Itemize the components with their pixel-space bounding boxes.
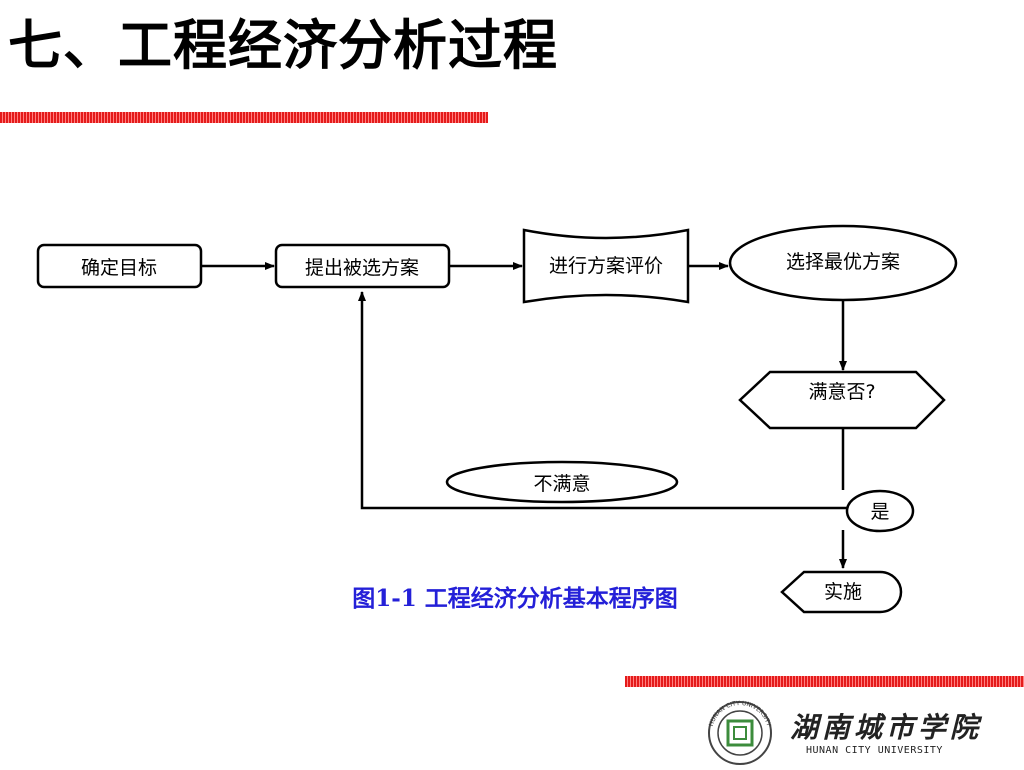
node-select-best-label: 选择最优方案 xyxy=(786,251,900,273)
footer-bar xyxy=(625,676,1024,687)
node-propose-options-label: 提出被选方案 xyxy=(305,257,419,279)
title-underline xyxy=(0,112,488,123)
node-satisfied-label: 满意否? xyxy=(808,381,875,403)
node-select-best xyxy=(728,224,958,302)
node-yes-label: 是 xyxy=(870,501,889,523)
node-implement-label: 实施 xyxy=(824,581,862,603)
node-implement xyxy=(780,570,903,614)
logo-name-en: HUNAN CITY UNIVERSITY xyxy=(806,745,943,756)
figure-caption: 图1-1 工程经济分析基本程序图 xyxy=(352,585,678,612)
node-propose-options xyxy=(274,243,451,289)
node-evaluate-options-label: 进行方案评价 xyxy=(549,255,663,277)
page-title: 七、工程经济分析过程 xyxy=(8,14,558,77)
feedback-arrow xyxy=(358,291,860,510)
node-satisfied-decision xyxy=(738,370,946,430)
node-evaluate-options xyxy=(522,228,690,304)
node-yes xyxy=(845,489,915,533)
logo-name-cn: 湖南城市学院 xyxy=(790,711,983,744)
university-seal-icon: HUNAN CITY UNIVERSITY xyxy=(708,700,772,765)
node-not-satisfied xyxy=(445,460,679,504)
node-confirm-goal-label: 确定目标 xyxy=(81,257,157,279)
node-not-satisfied-label: 不满意 xyxy=(533,473,590,495)
university-logo: HUNAN CITY UNIVERSITY 湖南城市学院 HUNAN CITY … xyxy=(702,700,1022,766)
node-confirm-goal xyxy=(36,243,203,289)
